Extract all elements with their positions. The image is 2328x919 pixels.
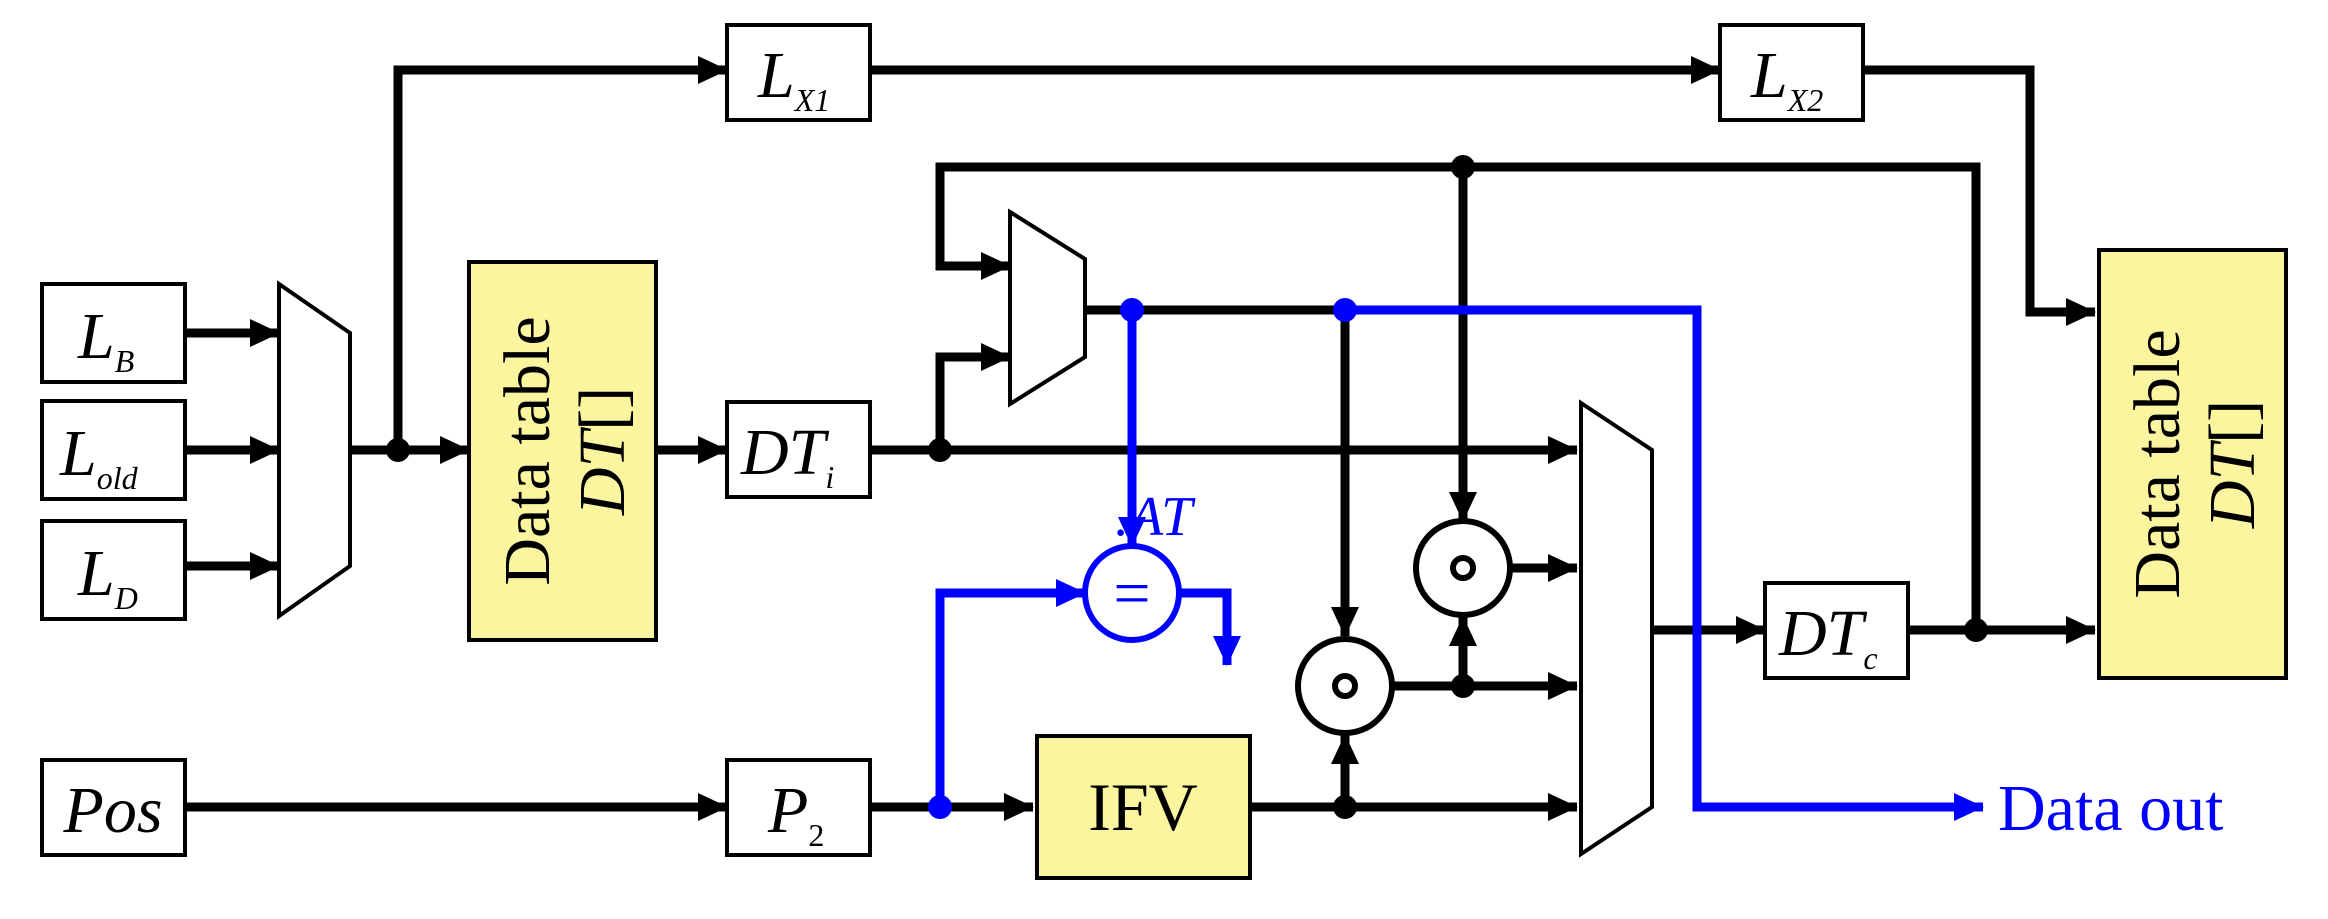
data-table-right: Data table DT[]	[2097, 248, 2288, 680]
register-dti: DTi	[725, 400, 872, 499]
svg-text:LX1: LX1	[757, 39, 830, 118]
register-lx2: LX2	[1718, 23, 1865, 122]
compare-label: .AT	[1115, 486, 1196, 548]
register-pos: Pos	[40, 758, 187, 857]
register-p2: P2	[725, 758, 872, 857]
register-lb: LB	[40, 282, 187, 384]
svg-text:DT[]: DT[]	[566, 387, 639, 516]
ifv-block: IFV	[1035, 734, 1252, 880]
compare-symbol: =	[1113, 557, 1150, 630]
svg-text:Pos: Pos	[63, 774, 163, 847]
svg-text:DTc: DTc	[1778, 597, 1878, 676]
register-lold: Lold	[40, 399, 187, 501]
data-table-left: Data table DT[]	[467, 260, 658, 642]
input-mux	[277, 280, 352, 620]
register-dtc: DTc	[1763, 581, 1910, 680]
data-table-right-line1: Data table	[2121, 329, 2194, 598]
register-ld: LD	[40, 519, 187, 621]
svg-text:DTi: DTi	[740, 416, 834, 495]
blue-wires	[935, 305, 1984, 821]
compare-operator: =	[1082, 543, 1182, 643]
feedback-mux	[1008, 208, 1087, 408]
ifv-label: IFV	[1088, 769, 1198, 845]
output-mux	[1579, 399, 1654, 858]
upper-operator	[1413, 518, 1513, 618]
svg-text:LB: LB	[77, 300, 134, 379]
register-lx1: LX1	[725, 23, 872, 122]
data-out-label: Data out	[1998, 772, 2223, 845]
svg-text:LD: LD	[77, 537, 138, 616]
svg-text:Lold: Lold	[59, 417, 139, 496]
svg-text:DT[]: DT[]	[2196, 400, 2269, 529]
data-table-left-line1: Data table	[491, 316, 564, 585]
svg-text:LX2: LX2	[1750, 39, 1823, 118]
svg-text:P2: P2	[767, 774, 824, 853]
junction-dots	[386, 155, 1988, 819]
lower-operator	[1295, 636, 1395, 736]
